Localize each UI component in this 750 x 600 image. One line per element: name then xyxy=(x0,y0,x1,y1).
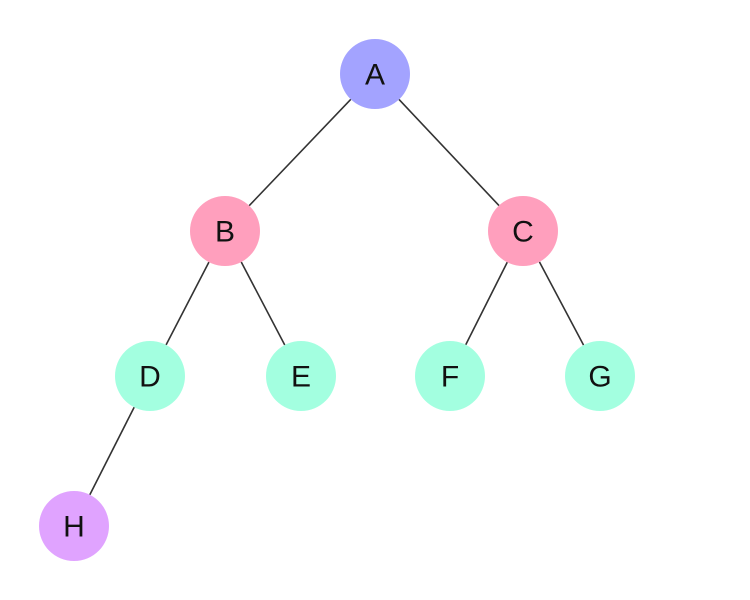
node-d: D xyxy=(115,341,185,411)
edge-b-e xyxy=(240,261,286,346)
tree-edges xyxy=(89,98,585,496)
node-label: C xyxy=(512,216,534,249)
node-circle xyxy=(565,341,635,411)
node-label: B xyxy=(215,216,235,249)
node-label: G xyxy=(588,361,611,394)
node-circle xyxy=(190,196,260,266)
node-label: H xyxy=(63,511,85,544)
edge-a-b xyxy=(248,98,352,207)
node-label: F xyxy=(441,361,459,394)
node-circle xyxy=(115,341,185,411)
node-label: E xyxy=(291,361,311,394)
node-circle xyxy=(39,491,109,561)
edge-c-f xyxy=(465,261,508,346)
node-e: E xyxy=(266,341,336,411)
node-circle xyxy=(340,39,410,109)
node-label: D xyxy=(139,361,161,394)
tree-nodes: A B C D E F G H xyxy=(39,39,635,561)
node-circle xyxy=(266,341,336,411)
edge-d-h xyxy=(89,406,135,496)
edge-a-c xyxy=(398,98,500,207)
edge-c-g xyxy=(538,261,585,346)
node-circle xyxy=(415,341,485,411)
node-label: A xyxy=(365,59,385,92)
node-c: C xyxy=(488,196,558,266)
node-h: H xyxy=(39,491,109,561)
node-circle xyxy=(488,196,558,266)
node-f: F xyxy=(415,341,485,411)
node-b: B xyxy=(190,196,260,266)
node-g: G xyxy=(565,341,635,411)
edge-b-d xyxy=(165,261,210,346)
node-a: A xyxy=(340,39,410,109)
